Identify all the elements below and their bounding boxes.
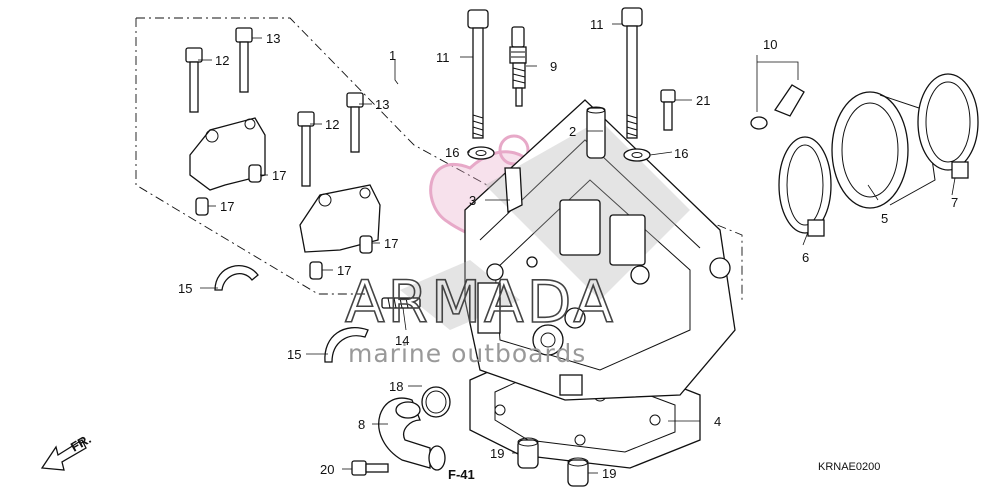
flange-bolt: [351, 460, 389, 476]
dowel-pins-lower: [517, 437, 589, 487]
callout-12-upper: 12: [215, 53, 229, 68]
callout-17-b: 17: [220, 199, 234, 214]
exhaust-stud: [381, 297, 421, 309]
cylinder-head-studs: [467, 7, 643, 139]
valve-guide: [586, 106, 606, 159]
callout-16-right: 16: [674, 146, 688, 161]
intake-insulator-group: [750, 73, 979, 237]
reference-label: F-41: [448, 467, 475, 482]
callout-20: 20: [320, 462, 334, 477]
cylinder-head: [400, 99, 736, 401]
callout-15-upper: 15: [178, 281, 192, 296]
callout-4: 4: [714, 414, 721, 429]
callout-11-right: 11: [590, 17, 604, 32]
callout-19-left: 19: [490, 446, 504, 461]
callout-17-c: 17: [384, 236, 398, 251]
spark-plug: [509, 26, 527, 107]
front-arrow: FR.: [40, 431, 94, 471]
callout-13-lower: 13: [375, 97, 389, 112]
dowel-pins: [195, 164, 373, 280]
callout-7: 7: [951, 195, 958, 210]
callout-12-lower: 12: [325, 117, 339, 132]
callout-3: 3: [469, 193, 476, 208]
diagram-code: KRNAE0200: [818, 461, 880, 473]
callout-17-a: 17: [272, 168, 286, 183]
callout-11-left: 11: [436, 50, 450, 65]
callout-17-d: 17: [337, 263, 351, 278]
callout-5: 5: [881, 211, 888, 226]
callout-15-lower: 15: [287, 347, 301, 362]
callout-6: 6: [802, 250, 809, 265]
camshaft-holders: [189, 117, 381, 253]
watermark-brand: ARMADA: [345, 268, 616, 336]
semi-circular-plugs: [214, 265, 369, 363]
callout-13-upper: 13: [266, 31, 280, 46]
washers: [467, 146, 651, 162]
water-joint: [378, 386, 451, 471]
callout-10: 10: [763, 37, 777, 52]
callout-8: 8: [358, 417, 365, 432]
leader-lines: [198, 23, 956, 474]
callout-19-right: 19: [602, 466, 616, 481]
callout-21: 21: [696, 93, 710, 108]
watermark-tagline: marine outboards: [348, 339, 586, 368]
bolts: [185, 27, 676, 187]
callout-16-left: 16: [445, 145, 459, 160]
callout-18: 18: [389, 379, 403, 394]
callout-14: 14: [395, 333, 409, 348]
callout-2: 2: [569, 124, 576, 139]
callout-9: 9: [550, 59, 557, 74]
callout-1: 1: [389, 48, 396, 63]
callouts: 1 2 3 4 5 6 7 8 9 10 11 11 12 12 13 13 1…: [178, 17, 958, 481]
assembly-boundary: [135, 17, 743, 300]
